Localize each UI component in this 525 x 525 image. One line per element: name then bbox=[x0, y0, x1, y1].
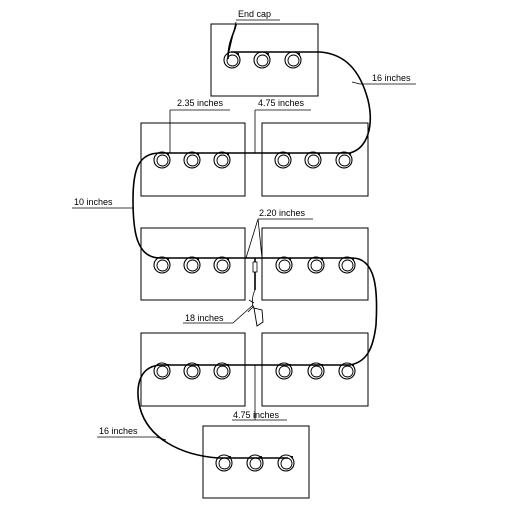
bulb-coil bbox=[153, 362, 171, 380]
bottom-gap-label: 4.75 inches bbox=[233, 410, 280, 420]
plug-lead-in bbox=[247, 258, 264, 327]
bulb-coil bbox=[183, 362, 201, 380]
bulb-coil bbox=[277, 454, 295, 472]
bulb-coil bbox=[274, 151, 292, 169]
lead-in-leader bbox=[232, 304, 254, 324]
bulb-coil bbox=[246, 454, 264, 472]
bottom-cable-leader bbox=[155, 436, 167, 441]
fixture-box-top bbox=[210, 23, 319, 97]
bulb-coil bbox=[335, 151, 353, 169]
fixture-box-row3-right bbox=[261, 332, 369, 407]
bulb-coil bbox=[275, 256, 293, 274]
fixture-box-bottom bbox=[202, 425, 310, 499]
bulb-coil bbox=[215, 454, 233, 472]
lead-in-length-label: 18 inches bbox=[185, 313, 224, 323]
bottom-cable-length-label: 16 inches bbox=[99, 426, 138, 436]
fixture-box-row1-left bbox=[140, 122, 246, 197]
bulb-coil bbox=[307, 362, 325, 380]
bulb-coil bbox=[213, 362, 231, 380]
bulb-coil bbox=[284, 51, 302, 69]
bulb-coil bbox=[183, 151, 201, 169]
top-right-gap-label: 4.75 inches bbox=[258, 98, 305, 108]
top-cable-leader bbox=[351, 81, 361, 85]
bulb-coil bbox=[338, 362, 356, 380]
fixture-box-row2-right bbox=[261, 227, 369, 301]
bulb-coil bbox=[213, 256, 231, 274]
bulb-coil bbox=[153, 256, 171, 274]
bulb-coil bbox=[183, 256, 201, 274]
center-gap-leader-right bbox=[257, 218, 263, 259]
fixture-box-row3-left bbox=[140, 332, 246, 407]
bulb-coil bbox=[153, 151, 171, 169]
fixture-box-row1-right bbox=[261, 122, 369, 197]
fixture-box-row2-left bbox=[140, 227, 246, 301]
bulb-coils bbox=[153, 51, 356, 472]
bulb-coil bbox=[338, 256, 356, 274]
left-cable-length-label: 10 inches bbox=[74, 197, 113, 207]
bulb-coil bbox=[304, 151, 322, 169]
center-gap-leader-left bbox=[245, 218, 259, 259]
top-cable-length-label: 16 inches bbox=[372, 73, 411, 83]
bulb-coil bbox=[275, 362, 293, 380]
center-gap-label: 2.20 inches bbox=[259, 208, 306, 218]
top-left-gap-label: 2.35 inches bbox=[177, 98, 224, 108]
bulb-coil bbox=[253, 51, 271, 69]
bulb-coil bbox=[307, 256, 325, 274]
end-cap-label: End cap bbox=[238, 9, 271, 19]
bulb-coil bbox=[213, 151, 231, 169]
end-cap-leader bbox=[227, 21, 237, 57]
bulb-coil bbox=[223, 51, 241, 69]
